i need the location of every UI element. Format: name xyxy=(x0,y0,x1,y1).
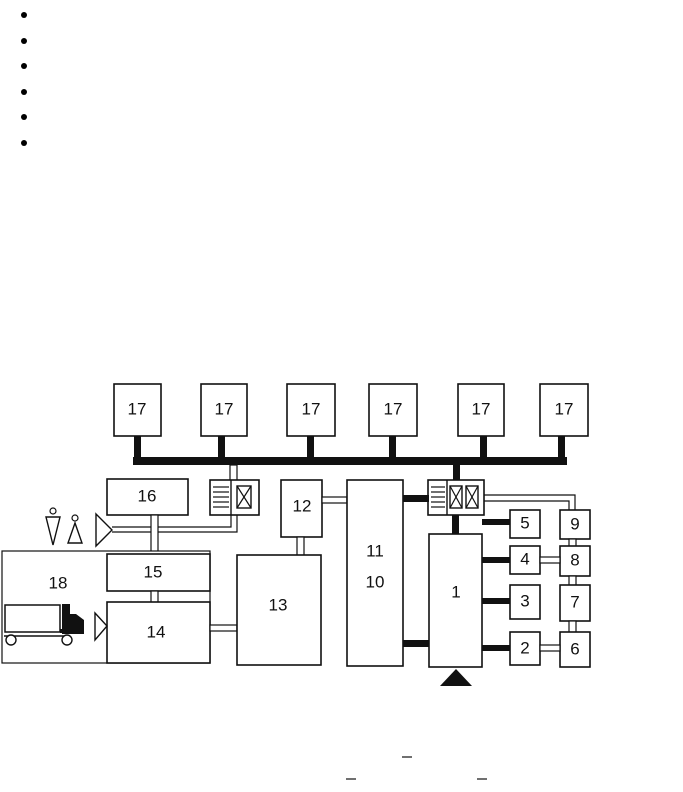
switch-unit-left xyxy=(209,479,260,516)
bus-stub xyxy=(389,436,396,459)
bus-stub xyxy=(480,436,487,459)
double-line-connector xyxy=(539,644,561,652)
svg-text:11: 11 xyxy=(366,541,384,560)
thick-link xyxy=(482,519,510,525)
block-4: 4 xyxy=(509,545,541,575)
block-17: 17 xyxy=(200,383,248,437)
thick-link xyxy=(482,557,510,563)
block-17: 17 xyxy=(539,383,589,437)
block-8: 8 xyxy=(559,545,591,577)
block-11-10: 11 10 xyxy=(346,479,404,667)
block-17: 17 xyxy=(113,383,162,437)
double-line-connector xyxy=(229,464,238,482)
svg-text:17: 17 xyxy=(384,399,403,418)
block-2: 2 xyxy=(509,631,541,666)
block-6: 6 xyxy=(559,631,591,668)
thick-link xyxy=(482,598,510,604)
block-1: 1 xyxy=(428,533,483,668)
main-bus xyxy=(133,457,567,465)
double-line-connector xyxy=(150,514,159,555)
svg-text:15: 15 xyxy=(144,562,163,581)
bus-stub xyxy=(307,436,314,459)
truck-icon xyxy=(4,604,84,646)
svg-text:4: 4 xyxy=(520,549,529,568)
block-3: 3 xyxy=(509,584,541,620)
block-17: 17 xyxy=(457,383,505,437)
svg-text:1: 1 xyxy=(451,582,460,601)
thick-link xyxy=(482,645,510,651)
thick-link xyxy=(403,495,429,502)
double-line-connector xyxy=(321,496,348,504)
block-17: 17 xyxy=(368,383,418,437)
svg-text:3: 3 xyxy=(520,591,529,610)
svg-text:5: 5 xyxy=(520,513,529,532)
block-13: 13 xyxy=(236,554,322,666)
block-5: 5 xyxy=(509,509,541,539)
bus-stub xyxy=(218,436,225,459)
double-line-connector xyxy=(209,624,238,632)
switch-unit-right xyxy=(427,479,485,516)
double-line-connector xyxy=(296,536,305,557)
thick-link xyxy=(403,640,430,647)
svg-text:17: 17 xyxy=(215,399,234,418)
svg-text:7: 7 xyxy=(570,592,579,611)
svg-text:18: 18 xyxy=(49,573,68,592)
block-16: 16 xyxy=(106,478,189,516)
antenna-icon xyxy=(95,512,113,548)
block-12: 12 xyxy=(280,479,323,538)
block-14: 14 xyxy=(106,601,211,664)
svg-text:17: 17 xyxy=(128,399,147,418)
base-triangle-icon xyxy=(440,669,472,686)
block-15: 15 xyxy=(106,553,211,592)
svg-text:13: 13 xyxy=(269,595,288,614)
svg-text:2: 2 xyxy=(520,638,529,657)
block-7: 7 xyxy=(559,584,591,622)
svg-text:12: 12 xyxy=(293,496,312,515)
personnel-icon xyxy=(45,507,83,546)
svg-text:17: 17 xyxy=(555,399,574,418)
svg-text:10: 10 xyxy=(366,572,385,591)
bus-stub xyxy=(558,436,565,459)
svg-text:8: 8 xyxy=(570,550,579,569)
block-9: 9 xyxy=(559,509,591,540)
double-line-connector xyxy=(539,556,561,564)
svg-text:17: 17 xyxy=(302,399,321,418)
svg-text:9: 9 xyxy=(570,514,579,533)
svg-text:16: 16 xyxy=(138,486,157,505)
svg-text:17: 17 xyxy=(472,399,491,418)
bus-stub xyxy=(453,465,460,481)
svg-text:6: 6 xyxy=(570,639,579,658)
svg-text:14: 14 xyxy=(147,622,166,641)
block-17: 17 xyxy=(286,383,336,437)
antenna-icon xyxy=(94,611,108,642)
bus-stub xyxy=(134,436,141,459)
thick-link xyxy=(452,515,459,534)
